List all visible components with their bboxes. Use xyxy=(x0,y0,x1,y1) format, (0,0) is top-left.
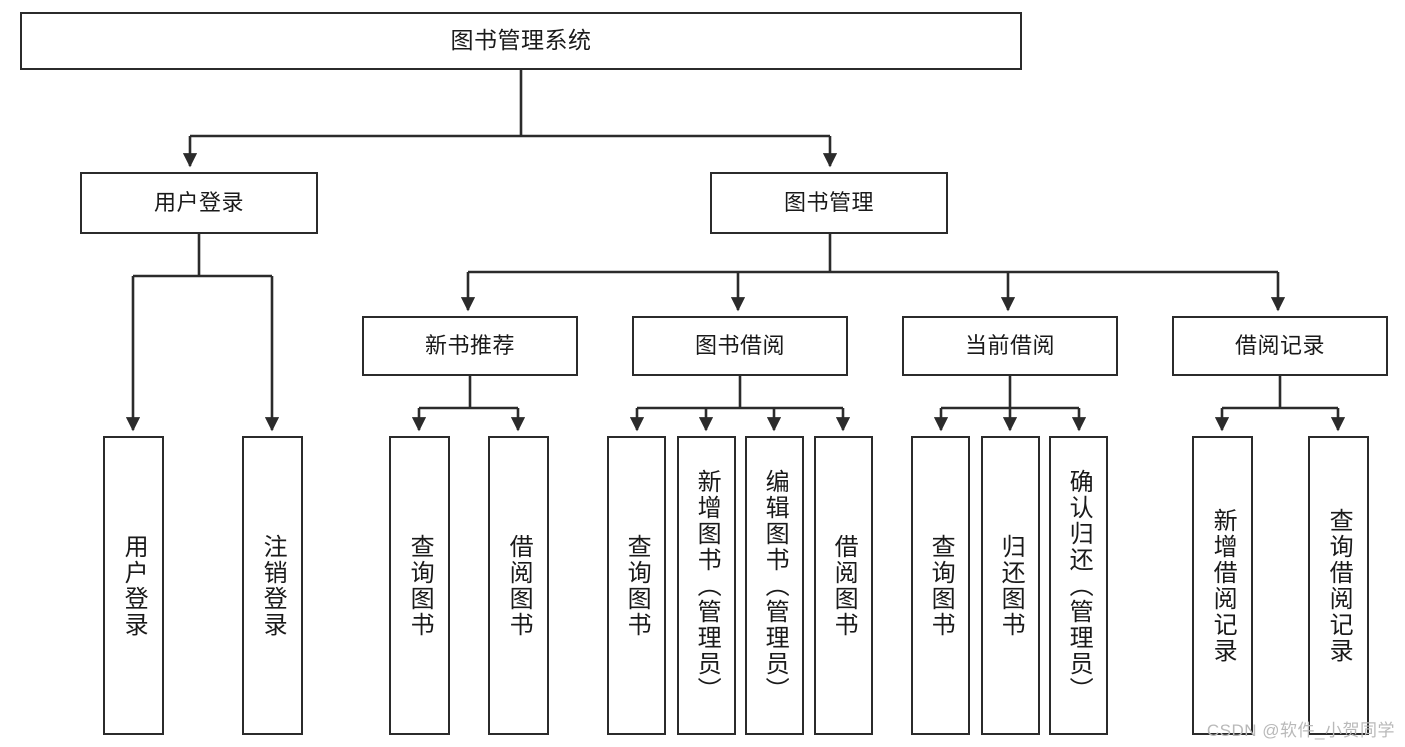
leaf-user-login-label: 用户登录 xyxy=(120,533,148,638)
leaf-user-login[interactable]: 用户登录 xyxy=(103,436,164,735)
node-user-login-label: 用户登录 xyxy=(153,190,244,216)
node-borrow-records[interactable]: 借阅记录 xyxy=(1172,316,1388,376)
node-root-label: 图书管理系统 xyxy=(450,27,592,54)
node-book-management[interactable]: 图书管理 xyxy=(710,172,948,234)
leaf-query-book-cb[interactable]: 查询图书 xyxy=(911,436,970,735)
leaf-edit-book-admin[interactable]: 编辑图书（管理员） xyxy=(745,436,804,735)
leaf-borrow-book-bb-label: 借阅图书 xyxy=(830,533,858,638)
leaf-borrow-book-nb[interactable]: 借阅图书 xyxy=(488,436,549,735)
leaf-add-book-admin[interactable]: 新增图书（管理员） xyxy=(677,436,736,735)
node-current-borrow[interactable]: 当前借阅 xyxy=(902,316,1118,376)
node-book-borrow-label: 图书借阅 xyxy=(694,333,785,359)
node-borrow-records-label: 借阅记录 xyxy=(1234,333,1325,359)
leaf-query-borrow-record-label: 查询借阅记录 xyxy=(1325,507,1353,664)
leaf-query-book-bb-label: 查询图书 xyxy=(623,533,651,638)
node-new-book-recommend-label: 新书推荐 xyxy=(424,333,515,359)
leaf-query-book-nb[interactable]: 查询图书 xyxy=(389,436,450,735)
leaf-add-borrow-record[interactable]: 新增借阅记录 xyxy=(1192,436,1253,735)
node-root[interactable]: 图书管理系统 xyxy=(20,12,1022,70)
leaf-edit-book-admin-label: 编辑图书（管理员） xyxy=(761,468,789,703)
leaf-return-book-label: 归还图书 xyxy=(997,533,1025,638)
node-current-borrow-label: 当前借阅 xyxy=(964,333,1055,359)
watermark-text: CSDN @软件_小贺同学 xyxy=(1206,721,1395,740)
leaf-add-borrow-record-label: 新增借阅记录 xyxy=(1209,507,1237,664)
node-new-book-recommend[interactable]: 新书推荐 xyxy=(362,316,578,376)
leaf-logout[interactable]: 注销登录 xyxy=(242,436,303,735)
leaf-confirm-return-admin-label: 确认归还（管理员） xyxy=(1065,468,1093,703)
leaf-query-book-cb-label: 查询图书 xyxy=(927,533,955,638)
node-book-management-label: 图书管理 xyxy=(783,190,874,216)
node-user-login[interactable]: 用户登录 xyxy=(80,172,318,234)
leaf-add-book-admin-label: 新增图书（管理员） xyxy=(693,468,721,703)
leaf-logout-label: 注销登录 xyxy=(259,533,287,638)
node-book-borrow[interactable]: 图书借阅 xyxy=(632,316,848,376)
leaf-confirm-return-admin[interactable]: 确认归还（管理员） xyxy=(1049,436,1108,735)
leaf-query-borrow-record[interactable]: 查询借阅记录 xyxy=(1308,436,1369,735)
leaf-borrow-book-bb[interactable]: 借阅图书 xyxy=(814,436,873,735)
leaf-borrow-book-nb-label: 借阅图书 xyxy=(505,533,533,638)
leaf-query-book-bb[interactable]: 查询图书 xyxy=(607,436,666,735)
leaf-query-book-nb-label: 查询图书 xyxy=(406,533,434,638)
leaf-return-book[interactable]: 归还图书 xyxy=(981,436,1040,735)
